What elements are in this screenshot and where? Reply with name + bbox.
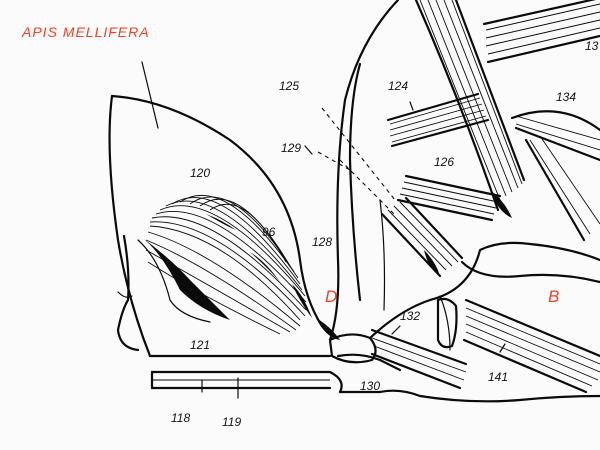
muscle-126: [396, 174, 502, 222]
muscle-124: [386, 92, 490, 148]
middle-diagonal-muscle: [380, 196, 464, 278]
label-134: 134: [556, 90, 576, 104]
basal-bar: [148, 353, 600, 403]
central-joint: [316, 241, 600, 364]
label-121: 121: [190, 338, 210, 352]
muscle-132: [370, 325, 468, 390]
region-label-d: D: [325, 287, 337, 306]
fan-muscle-120: [137, 194, 312, 335]
muscle-141: [462, 298, 600, 394]
left-sclerite: [108, 61, 324, 358]
label-128: 128: [312, 235, 332, 249]
label-96: 96: [262, 225, 276, 239]
label-132: 132: [400, 309, 420, 323]
label-125: 125: [279, 79, 299, 93]
label-119: 119: [222, 415, 241, 429]
central-phragma: [304, 0, 400, 342]
right-upper-bundles: [482, 0, 600, 242]
label-129: 129: [281, 141, 301, 155]
label-13x: 13: [585, 39, 599, 53]
species-title: APIS MELLIFERA: [21, 24, 150, 40]
region-label-b: B: [548, 287, 559, 306]
label-120: 120: [190, 166, 210, 180]
label-141: 141: [488, 370, 508, 384]
label-118: 118: [171, 411, 190, 425]
label-130: 130: [360, 379, 380, 393]
label-126: 126: [434, 155, 454, 169]
label-124: 124: [388, 79, 408, 93]
